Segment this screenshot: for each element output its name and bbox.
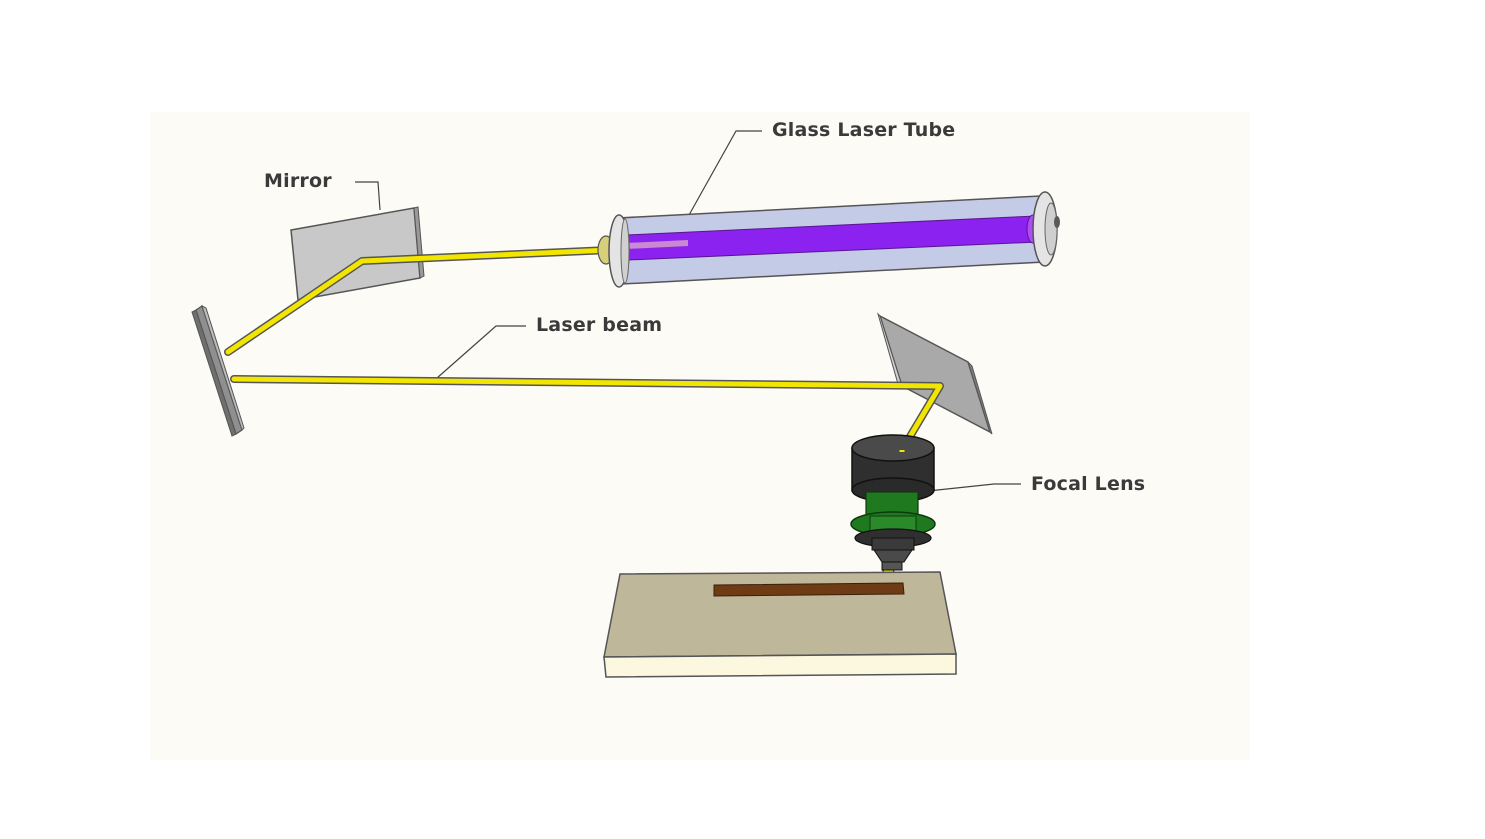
mirror-leader-line xyxy=(355,181,381,211)
lens-leader-line xyxy=(927,483,1021,492)
workpiece xyxy=(603,571,957,678)
glass-laser-tube-label: Glass Laser Tube xyxy=(772,119,956,141)
focal-lens-head xyxy=(850,434,936,571)
beam-leader-line xyxy=(436,325,526,379)
tube-leader-line xyxy=(683,130,762,225)
glass-laser-tube xyxy=(597,191,1060,288)
laser-beam-label: Laser beam xyxy=(536,314,663,336)
mirror-upper xyxy=(290,206,425,301)
mirror-left xyxy=(191,305,245,437)
focal-lens-label: Focal Lens xyxy=(1031,473,1146,495)
mirror-label: Mirror xyxy=(264,170,332,192)
